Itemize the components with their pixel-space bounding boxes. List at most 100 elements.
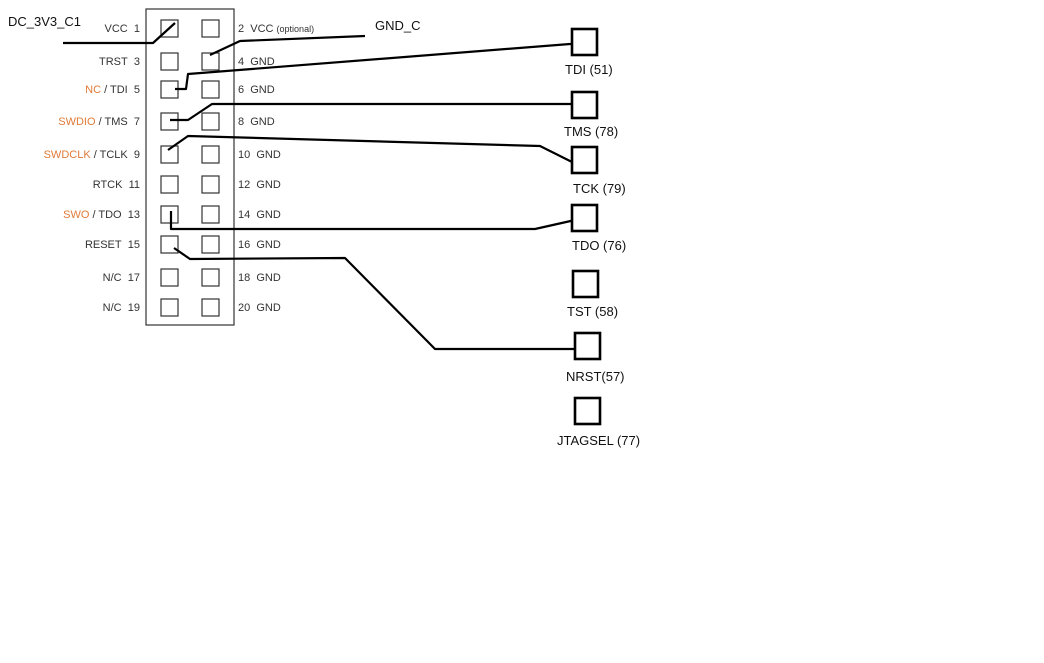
pin-number: 18 <box>238 272 250 284</box>
vcc-net-label: DC_3V3_C1 <box>8 14 81 29</box>
pad-pin-9 <box>160 145 179 164</box>
pin-number: 13 <box>128 209 140 221</box>
gnd-net-label: GND_C <box>375 18 421 33</box>
pad-pin-19 <box>160 298 179 317</box>
pin-number: 20 <box>238 302 250 314</box>
pin-signal-swd: SWO <box>63 209 90 221</box>
pin-label-right-10: 10 GND <box>238 149 281 161</box>
wire-tck <box>167 134 585 169</box>
pad-pin-2 <box>201 19 220 38</box>
pin-label-right-4: 4 GND <box>238 56 275 68</box>
pin-label-left-11: RTCK 11 <box>93 179 140 191</box>
pin-number: 6 <box>238 84 244 96</box>
pin-label-right-6: 6 GND <box>238 84 275 96</box>
pin-signal-name: GND <box>256 302 281 314</box>
pin-signal-name: GND <box>256 239 281 251</box>
pin-number: 10 <box>238 149 250 161</box>
test-point-tck-label: TCK (79) <box>573 181 626 196</box>
pin-signal-name: TRST <box>99 56 128 68</box>
pin-signal-name: / TDO <box>89 209 122 221</box>
pin-signal-name: VCC <box>105 23 128 35</box>
pin-signal-name: VCC <box>250 23 273 35</box>
pin-signal-swd: SWDIO <box>58 116 96 128</box>
test-point-tms-label: TMS (78) <box>564 124 618 139</box>
pad-pin-13 <box>160 205 179 224</box>
pin-number: 2 <box>238 23 244 35</box>
pin-signal-name: / TMS <box>96 116 128 128</box>
pad-pin-4 <box>201 52 220 71</box>
pin-signal-name: GND <box>256 149 281 161</box>
pin-number: 15 <box>128 239 140 251</box>
pin-label-right-12: 12 GND <box>238 179 281 191</box>
pin-label-left-9: SWDCLK / TCLK 9 <box>44 149 140 161</box>
pin-signal-name: GND <box>250 56 275 68</box>
pin-number: 5 <box>134 84 140 96</box>
pin-signal-name: GND <box>256 209 281 221</box>
test-points: TDI (51) TMS (78) TCK (79) TDO (76) TST … <box>557 27 640 448</box>
pin-number: 9 <box>134 149 140 161</box>
pin-signal-swd: NC <box>85 84 101 96</box>
wire-nrst <box>173 247 586 351</box>
pin-signal-name: / TCLK <box>91 149 129 161</box>
pin-signal-name: N/C <box>103 272 122 284</box>
test-point-nrst-label: NRST(57) <box>566 369 625 384</box>
pin-signal-name: GND <box>250 84 275 96</box>
wire-tms <box>170 102 586 122</box>
pin-label-left-1: VCC 1 <box>105 23 140 35</box>
pin-number: 7 <box>134 116 140 128</box>
pin-signal-name: RTCK <box>93 179 123 191</box>
pin-label-right-14: 14 GND <box>238 209 281 221</box>
wire-vcc <box>63 22 176 45</box>
test-point-tck <box>570 145 599 175</box>
pin-note: (optional) <box>277 24 315 34</box>
pad-pin-11 <box>160 175 179 194</box>
pin-label-right-2: 2 VCC (optional) <box>238 23 314 35</box>
test-point-tms <box>570 90 599 120</box>
pin-label-right-16: 16 GND <box>238 239 281 251</box>
pad-pin-17 <box>160 268 179 287</box>
pin-number: 14 <box>238 209 250 221</box>
connector-pads <box>160 19 220 317</box>
pin-number: 16 <box>238 239 250 251</box>
wire-tdo <box>169 211 585 231</box>
pad-pin-16 <box>201 235 220 254</box>
pin-signal-name: / TDI <box>101 84 128 96</box>
pin-number: 12 <box>238 179 250 191</box>
test-point-tdo-label: TDO (76) <box>572 238 626 253</box>
test-point-jtagsel <box>573 396 602 426</box>
pin-number: 4 <box>238 56 244 68</box>
pin-label-left-5: NC / TDI 5 <box>85 84 140 96</box>
pad-pin-15 <box>160 235 179 254</box>
pad-pin-14 <box>201 205 220 224</box>
pad-pin-6 <box>201 80 220 99</box>
pin-number: 3 <box>134 56 140 68</box>
pad-pin-18 <box>201 268 220 287</box>
pin-label-left-15: RESET 15 <box>85 239 140 251</box>
pin-number: 8 <box>238 116 244 128</box>
test-point-tdi <box>570 27 599 57</box>
pin-signal-name: GND <box>256 272 281 284</box>
pin-label-left-13: SWO / TDO 13 <box>63 209 140 221</box>
pin-label-right-8: 8 GND <box>238 116 275 128</box>
test-point-jtagsel-label: JTAGSEL (77) <box>557 433 640 448</box>
pad-pin-3 <box>160 52 179 71</box>
pin-number: 1 <box>134 23 140 35</box>
pin-label-right-20: 20 GND <box>238 302 281 314</box>
pin-signal-name: GND <box>250 116 275 128</box>
pin-label-left-17: N/C 17 <box>103 272 140 284</box>
pin-number: 17 <box>128 272 140 284</box>
test-point-tdo <box>570 203 599 233</box>
pad-pin-20 <box>201 298 220 317</box>
pin-signal-name: RESET <box>85 239 122 251</box>
pin-number: 19 <box>128 302 140 314</box>
pin-signal-swd: SWDCLK <box>44 149 92 161</box>
pad-pin-10 <box>201 145 220 164</box>
pin-label-left-3: TRST 3 <box>99 56 140 68</box>
pad-pin-12 <box>201 175 220 194</box>
test-point-tdi-label: TDI (51) <box>565 62 613 77</box>
wires <box>63 22 586 351</box>
wire-tdi <box>175 42 586 91</box>
